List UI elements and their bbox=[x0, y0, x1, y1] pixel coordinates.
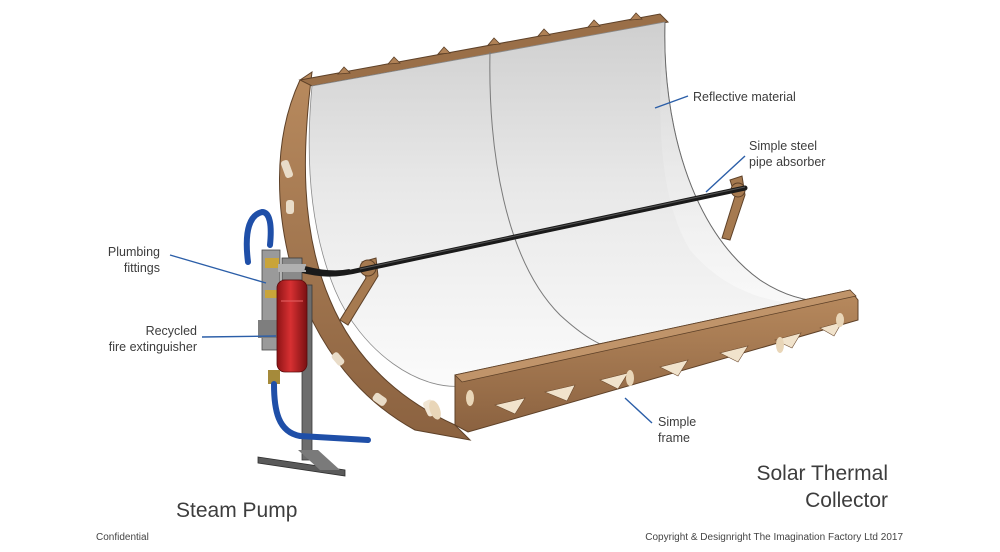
label-extinguisher-line1: Recycled bbox=[145, 324, 197, 338]
steam-pump bbox=[243, 208, 371, 477]
leader-reflective bbox=[654, 95, 689, 109]
label-steel-pipe-line2: pipe absorber bbox=[749, 155, 826, 169]
leader-extinguisher bbox=[201, 335, 277, 338]
leader-lines bbox=[169, 95, 746, 424]
label-reflective-material: Reflective material bbox=[693, 90, 796, 104]
top-rail bbox=[298, 12, 670, 87]
leader-frame bbox=[624, 397, 653, 424]
leader-plumbing bbox=[169, 254, 267, 284]
title-collector-line1: Solar Thermal bbox=[756, 462, 889, 485]
label-frame-line1: Simple bbox=[658, 415, 697, 429]
title-collector-line2: Collector bbox=[805, 489, 888, 512]
bottom-frame bbox=[429, 289, 859, 433]
label-plumbing-line1: Plumbing bbox=[107, 245, 160, 259]
label-frame-line2: frame bbox=[658, 431, 690, 445]
leader-steel-pipe bbox=[705, 155, 746, 193]
label-steel-pipe-line1: Simple steel bbox=[749, 139, 818, 153]
title-steam-pump: Steam Pump bbox=[176, 499, 298, 522]
label-extinguisher-line2: fire extinguisher bbox=[108, 340, 197, 354]
footer-confidential: Confidential bbox=[96, 532, 149, 543]
footer-copyright: Copyright & Designright The Imagination … bbox=[645, 532, 903, 543]
label-plumbing-line2: fittings bbox=[123, 261, 160, 275]
